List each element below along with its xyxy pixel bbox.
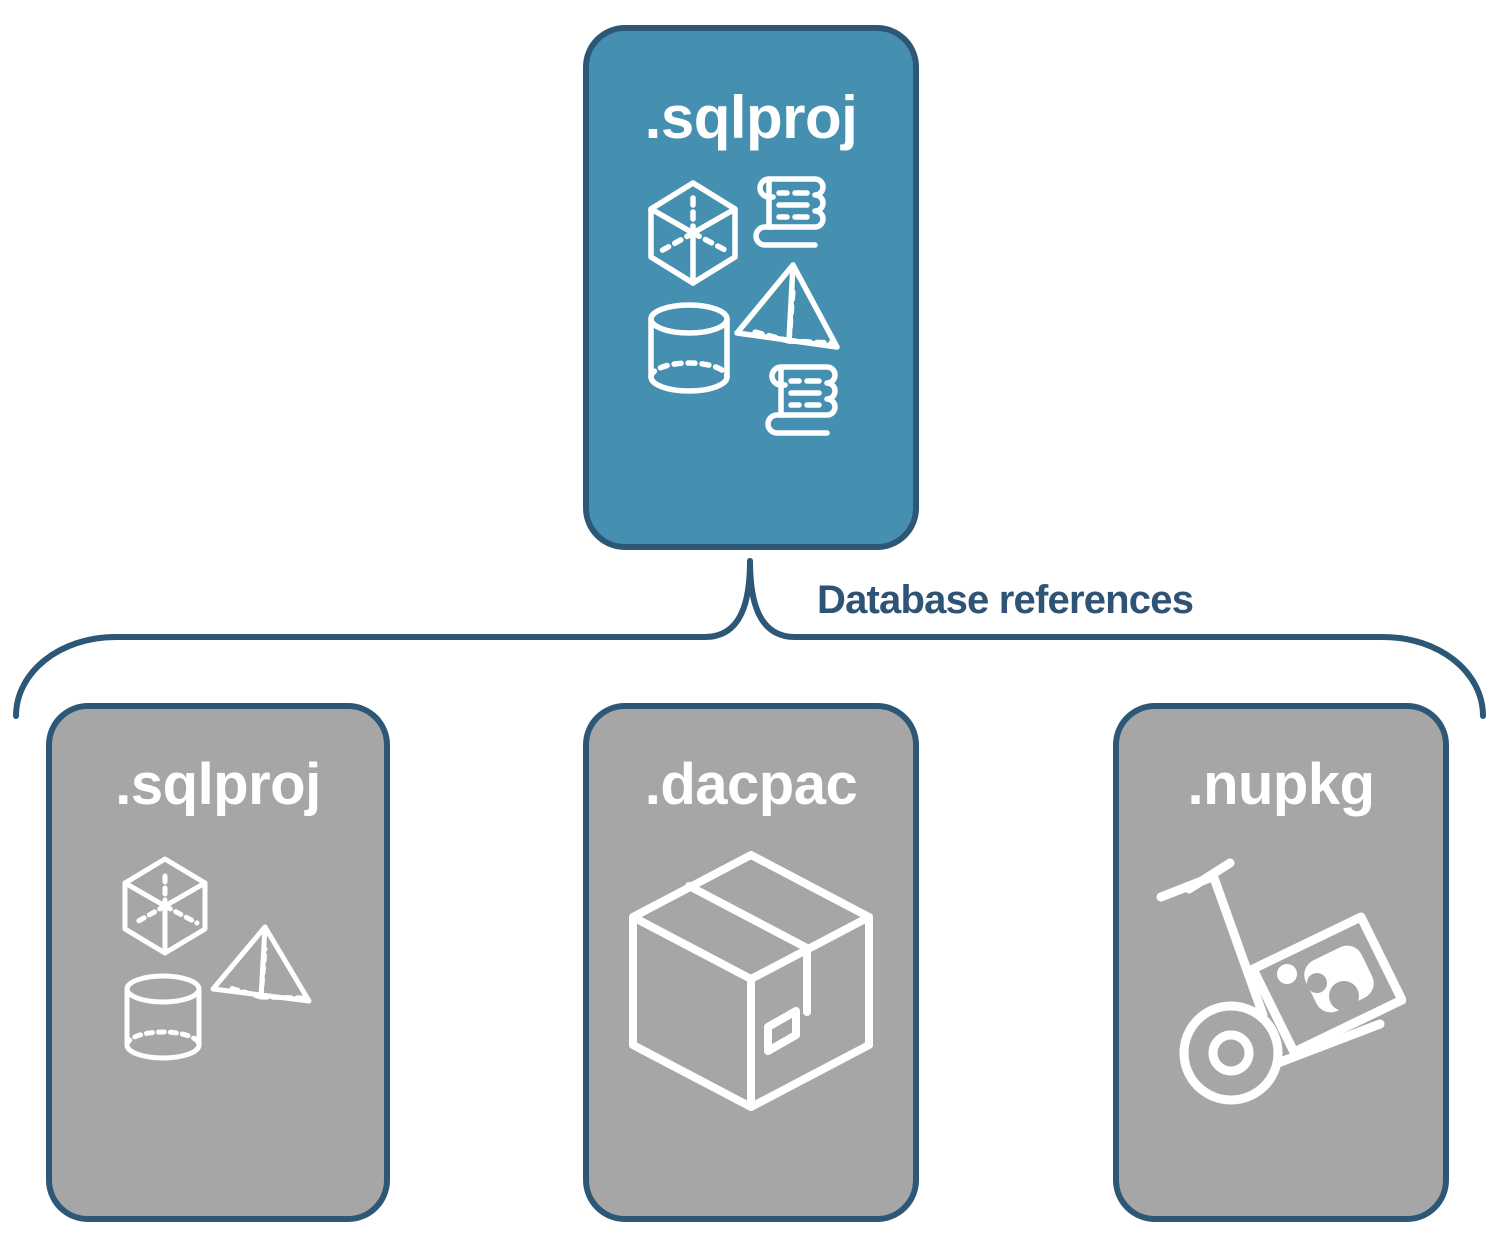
connector-label-database-references: Database references [817,578,1194,622]
sqlproj-shapes-group [648,176,840,436]
shipping-box-icon [629,851,873,1111]
pyramid-wireframe-icon [210,924,312,1004]
brace-left-inner [702,558,753,640]
scroll-script-icon-top [753,176,826,248]
cylinder-wireframe-icon [648,302,730,394]
node-sqlproj-root-artwork [589,171,913,451]
node-sqlproj-reference[interactable]: .sqlproj [46,703,390,1222]
node-nupkg-reference-artwork [1119,849,1443,1114]
node-dacpac-reference-artwork [589,849,913,1114]
node-sqlproj-reference-artwork [52,849,384,1079]
node-sqlproj-root[interactable]: .sqlproj [583,25,919,550]
node-nupkg-reference-label: .nupkg [1187,752,1375,817]
cylinder-wireframe-icon [124,973,202,1061]
brace-right-inner [747,558,798,640]
nuget-logo-holes [1307,973,1359,1011]
node-sqlproj-reference-label: .sqlproj [115,752,321,817]
node-dacpac-reference-label: .dacpac [644,752,858,817]
cube-wireframe-icon [122,856,208,956]
sqlproj-shapes-group-small [122,856,312,1061]
node-dacpac-reference[interactable]: .dacpac [583,703,919,1222]
scroll-script-icon-bottom [765,364,838,436]
pyramid-wireframe-icon [734,262,840,350]
cube-wireframe-icon [648,180,738,286]
node-sqlproj-root-label: .sqlproj [644,84,858,151]
hand-truck-package-icon [1156,858,1406,1105]
node-nupkg-reference[interactable]: .nupkg [1113,703,1449,1222]
